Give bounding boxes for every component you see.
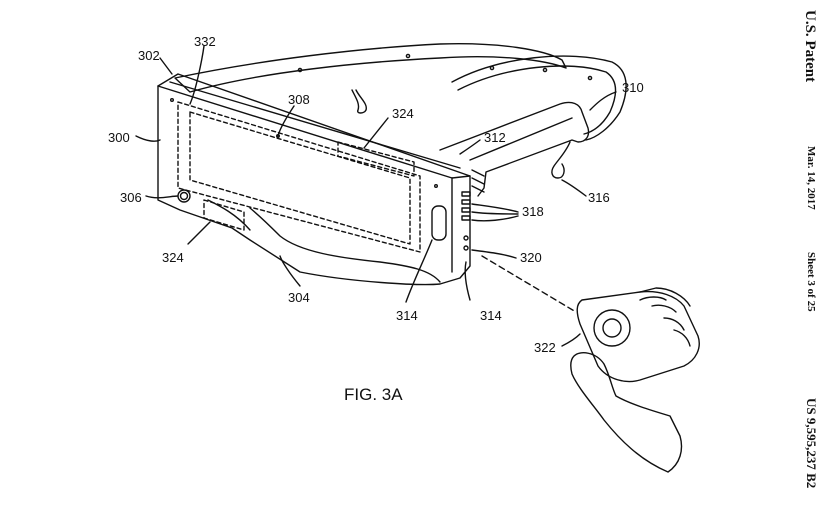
ref-310: 310 — [622, 80, 644, 95]
ref-300: 300 — [108, 130, 130, 145]
ref-314-left: 314 — [396, 308, 418, 323]
header-us-patent: U.S. Patent — [802, 10, 818, 82]
figure-caption: FIG. 3A — [344, 385, 403, 404]
side-slot — [431, 205, 447, 241]
ref-332: 332 — [194, 34, 216, 49]
header-patent-number: US 9,595,237 B2 — [804, 398, 819, 488]
ref-320: 320 — [520, 250, 542, 265]
hand — [569, 352, 683, 473]
remote-controller — [576, 290, 700, 383]
ref-314-right: 314 — [480, 308, 502, 323]
ref-324-lower: 324 — [162, 250, 184, 265]
ref-308: 308 — [288, 92, 310, 107]
header-date: Mar. 14, 2017 — [805, 146, 817, 210]
head-strap — [174, 43, 567, 93]
earpiece — [551, 141, 571, 179]
circuit-board-top — [337, 141, 415, 177]
ref-304: 304 — [288, 290, 310, 305]
ref-316: 316 — [588, 190, 610, 205]
ref-306: 306 — [120, 190, 142, 205]
ref-324-top: 324 — [392, 106, 414, 121]
ref-302: 302 — [138, 48, 160, 63]
main-housing — [157, 73, 471, 286]
display-outline — [177, 101, 421, 253]
rear-strap — [451, 55, 627, 141]
ref-318: 318 — [522, 204, 544, 219]
header-sheet: Sheet 3 of 25 — [805, 252, 817, 312]
ref-322: 322 — [534, 340, 556, 355]
ref-312: 312 — [484, 130, 506, 145]
circuit-board-lower — [203, 199, 245, 231]
side-arm — [439, 101, 590, 197]
face-cushion — [249, 207, 441, 283]
